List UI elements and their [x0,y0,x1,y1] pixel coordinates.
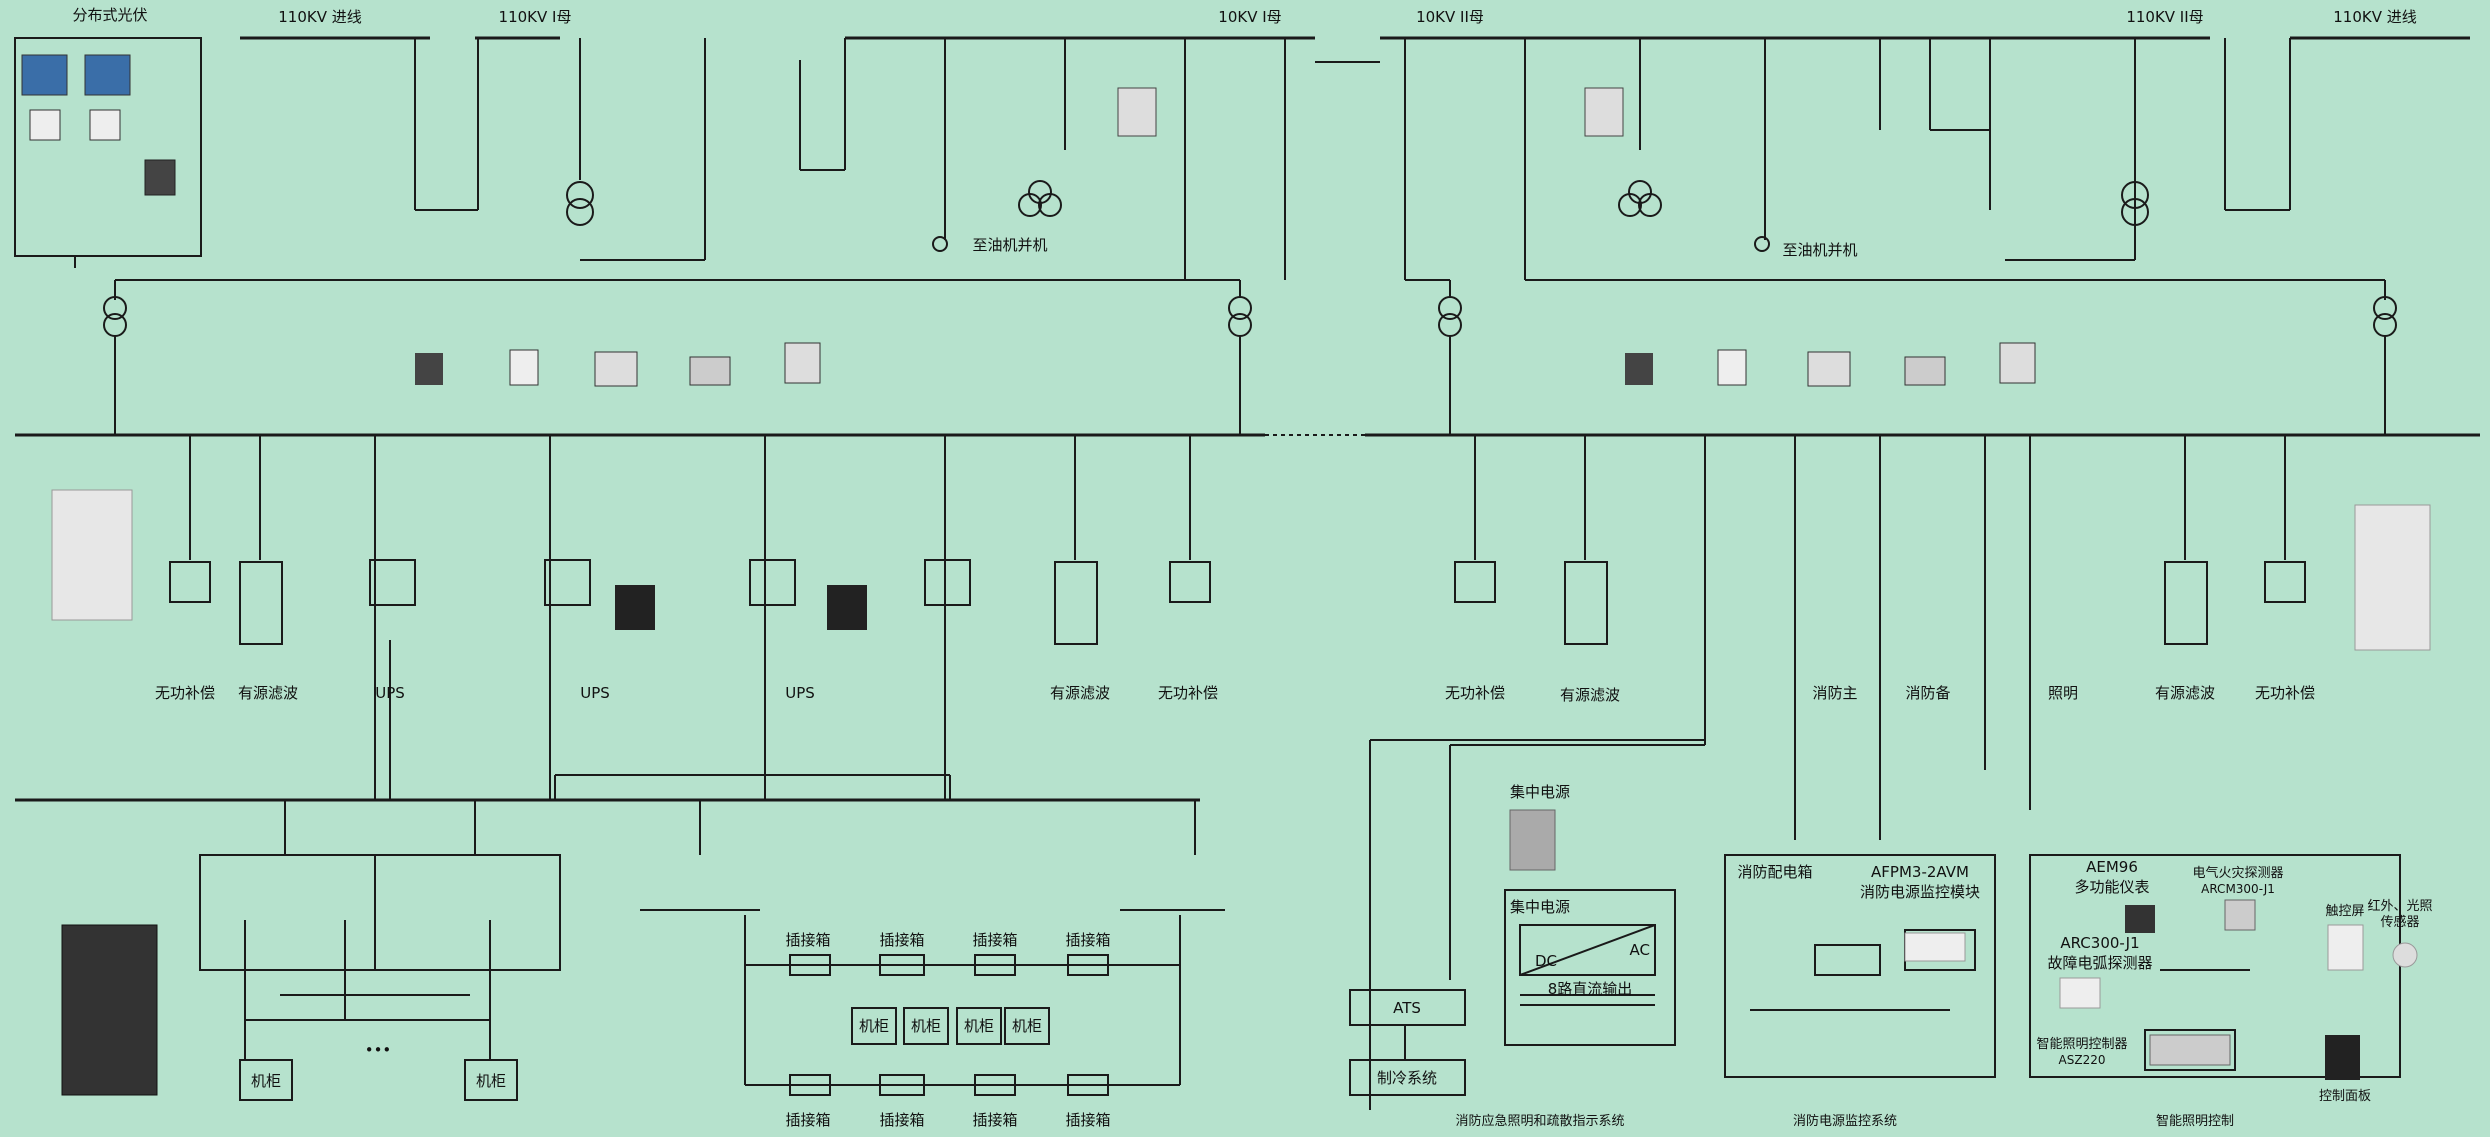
label-arcm: 电气火灾探测器 [2192,865,2283,881]
label-pv: 分布式光伏 [72,6,147,24]
label-ir2: 传感器 [2380,914,2419,930]
central-power-img [1509,809,1556,871]
label-fire-backup: 消防备 [1905,684,1950,702]
arc-img [2059,977,2101,1009]
label-apf-l1: 有源滤波 [238,684,298,702]
label-aem-desc: 多功能仪表 [2074,878,2149,896]
label-genset-r: 至油机并机 [1782,241,1857,259]
label-jigui-3: 机柜 [964,1017,994,1035]
label-asz-model: ASZ220 [2059,1053,2106,1067]
label-apf-l2: 有源滤波 [1050,684,1110,702]
label-cab1: 机柜 [251,1072,281,1090]
inverter-1 [29,109,61,141]
label-sys-smart-light: 智能照明控制 [2156,1114,2234,1129]
label-ups2: UPS [580,684,610,702]
label-arc: ARC300-J1 [2060,934,2139,952]
label-combiner-8: 插接箱 [1065,1111,1110,1129]
label-in-110-right: 110KV 进线 [2333,8,2417,26]
ups-module-1 [615,585,655,630]
label-ups3: UPS [785,684,815,702]
label-jigui-2: 机柜 [911,1017,941,1035]
label-reactive-r1: 无功补偿 [1445,684,1505,702]
label-lighting: 照明 [2048,684,2078,702]
label-dots: ••• [365,1041,392,1059]
label-fire-main: 消防主 [1812,684,1857,702]
arcm-img [2224,899,2256,931]
smart-controller-img [2149,1034,2231,1066]
label-bus-110-2: 110KV II母 [2126,8,2203,26]
label-asz: 智能照明控制器 [2036,1037,2127,1052]
label-central-power-box: 集中电源 [1510,898,1570,916]
label-cab2: 机柜 [476,1072,506,1090]
label-reactive-l2: 无功补偿 [1158,684,1218,702]
device-8 [1807,351,1851,387]
label-combiner-7: 插接箱 [972,1111,1017,1129]
label-ats: ATS [1393,999,1421,1017]
label-in-110-left: 110KV 进线 [278,8,362,26]
label-bus-110-1: 110KV I母 [499,8,572,26]
label-panel: 控制面板 [2319,1089,2371,1104]
ir-sensor-img [2392,942,2418,968]
control-panel-img [2325,1035,2360,1080]
label-afpm: AFPM3-2AVM [1871,863,1969,881]
label-sys-emergency: 消防应急照明和疏散指示系统 [1455,1113,1624,1129]
device-1 [415,353,443,385]
label-jigui-4: 机柜 [1012,1017,1042,1035]
label-fire-box: 消防配电箱 [1737,863,1812,881]
label-combiner-2: 插接箱 [879,931,924,949]
label-dc-out: 8路直流输出 [1548,980,1633,998]
label-ups1: UPS [375,684,405,702]
meter-pv [144,159,176,196]
label-apf-r2: 有源滤波 [2155,684,2215,702]
label-combiner-5: 插接箱 [785,1111,830,1129]
device-10 [1999,342,2036,384]
label-arc-desc: 故障电弧探测器 [2047,954,2152,972]
pv-panel-2 [84,54,131,96]
label-cooling: 制冷系统 [1377,1069,1437,1087]
relay-1 [1117,87,1157,137]
device-3 [594,351,638,387]
label-combiner-4: 插接箱 [1065,931,1110,949]
label-combiner-1: 插接箱 [785,931,830,949]
label-aem: AEM96 [2086,858,2138,876]
cabinet-right [2354,504,2431,651]
cabinet-left [51,489,133,621]
label-reactive-l: 无功补偿 [155,684,215,702]
device-4 [689,356,731,386]
label-afpm-desc: 消防电源监控模块 [1860,883,1980,901]
label-combiner-3: 插接箱 [972,931,1017,949]
label-bus-10-1: 10KV I母 [1218,8,1281,26]
device-9 [1904,356,1946,386]
ups-module-2 [827,585,867,630]
label-combiner-6: 插接箱 [879,1111,924,1129]
label-apf-r1: 有源滤波 [1560,686,1620,704]
label-arcm-model: ARCM300-J1 [2201,882,2275,896]
label-ac: AC [1630,941,1650,959]
label-touch: 触控屏 [2325,904,2364,919]
label-sys-fire-monitor: 消防电源监控系统 [1793,1113,1897,1129]
relay-2 [1584,87,1624,137]
device-2 [509,349,539,386]
device-5 [784,342,821,384]
pv-box [14,37,202,257]
label-genset-l: 至油机并机 [972,236,1047,254]
pv-panel-1 [21,54,68,96]
device-6 [1625,353,1653,385]
label-reactive-r2: 无功补偿 [2255,684,2315,702]
device-7 [1717,349,1747,386]
label-bus-10-2: 10KV II母 [1416,8,1484,26]
label-central-power-title: 集中电源 [1510,783,1570,801]
rack-cabinet [61,924,158,1096]
label-ir: 红外、光照 [2367,898,2432,914]
touch-img [2327,924,2364,971]
aem-img [2125,905,2155,933]
label-dc: DC [1535,952,1557,970]
afpm-img [1904,932,1966,962]
label-jigui-1: 机柜 [859,1017,889,1035]
inverter-2 [89,109,121,141]
